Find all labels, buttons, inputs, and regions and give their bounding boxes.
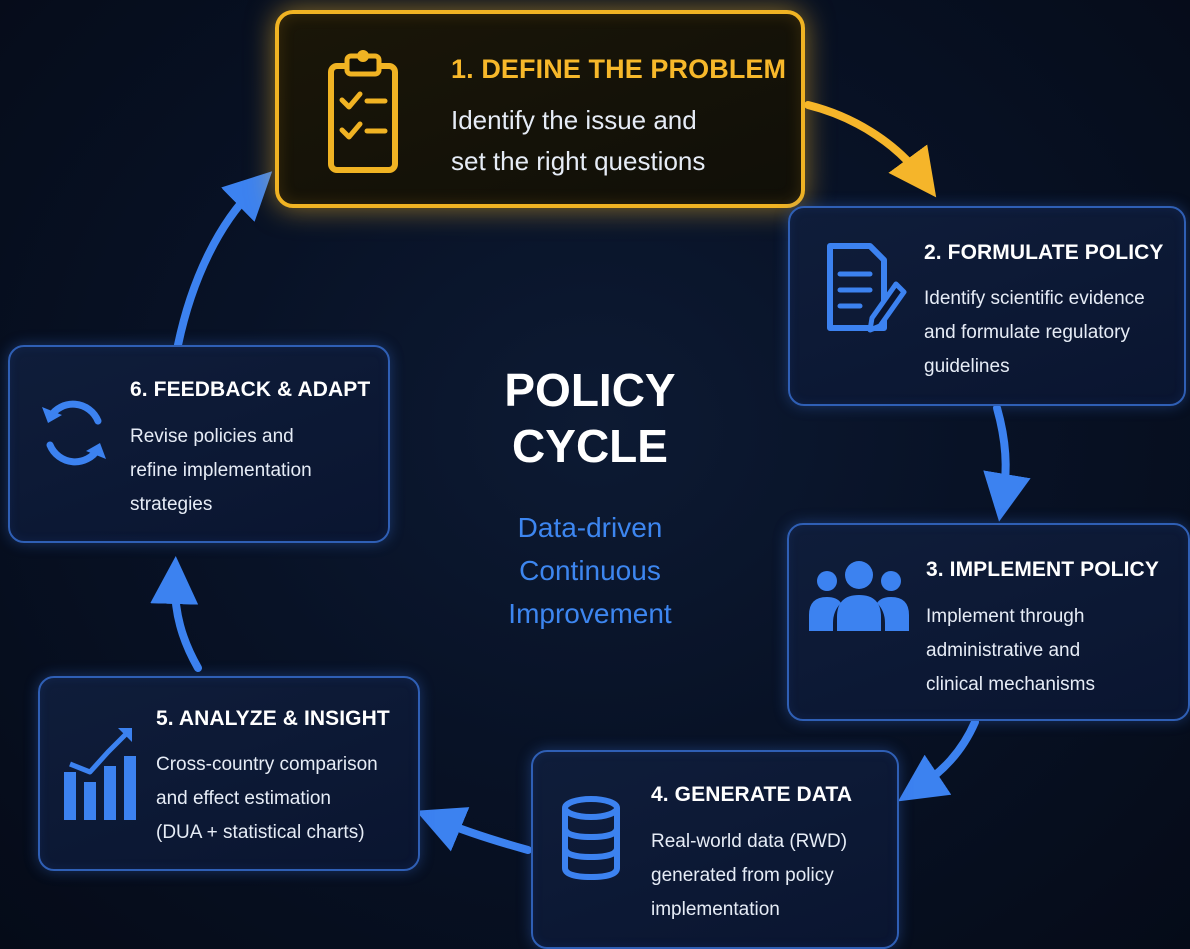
step-title: 5. ANALYZE & INSIGHT: [156, 707, 390, 730]
step-title: 1. DEFINE THE PROBLEM: [451, 54, 787, 84]
arrow-2-to-3: [983, 404, 1031, 522]
arrow-1-to-2: [804, 101, 937, 198]
step-card-formulate-policy: 2. FORMULATE POLICY Identify scientific …: [788, 206, 1186, 406]
step-title: 3. IMPLEMENT POLICY: [926, 558, 1159, 581]
arrow-3-to-4: [898, 718, 979, 802]
step-title: 2. FORMULATE POLICY: [924, 241, 1164, 264]
cycle-title: POLICY CYCLE: [504, 364, 676, 472]
step-card-implement-policy: 3. IMPLEMENT POLICY Implement through ad…: [787, 523, 1190, 721]
step-card-generate-data: 4. GENERATE DATA Real-world data (RWD) g…: [531, 750, 899, 949]
step-card-feedback-adapt: 6. FEEDBACK & ADAPT Revise policies and …: [8, 345, 390, 543]
step-title: 4. GENERATE DATA: [651, 783, 853, 806]
step-description: Identify scientific evidence and formula…: [924, 288, 1145, 377]
arrow-5-to-6: [150, 556, 202, 672]
document-pen-icon: [827, 243, 907, 333]
step-description: Real-world data (RWD) generated from pol…: [651, 831, 848, 920]
database-icon: [562, 796, 620, 880]
people-group-icon: [809, 561, 909, 631]
bar-chart-trend-icon: [64, 728, 136, 820]
step-description: Identify the issue and set the right que…: [451, 105, 706, 176]
clipboard-checklist-icon: [328, 50, 398, 173]
arrow-4-to-5: [415, 807, 532, 854]
arrow-6-to-1: [174, 171, 273, 349]
step-card-analyze-insight: 5. ANALYZE & INSIGHT Cross-country compa…: [38, 676, 420, 871]
step-description: Implement through administrative and cli…: [926, 606, 1095, 695]
refresh-cycle-icon: [42, 400, 106, 466]
step-description: Cross-country comparison and effect esti…: [156, 754, 378, 843]
step-title: 6. FEEDBACK & ADAPT: [130, 378, 371, 401]
cycle-subtitle: Data-driven Continuous Improvement: [508, 512, 672, 629]
step-card-define-problem: 1. DEFINE THE PROBLEM Identify the issue…: [275, 10, 805, 208]
cycle-center-label: POLICY CYCLE Data-driven Continuous Impr…: [460, 362, 720, 635]
step-description: Revise policies and refine implementatio…: [130, 426, 312, 515]
